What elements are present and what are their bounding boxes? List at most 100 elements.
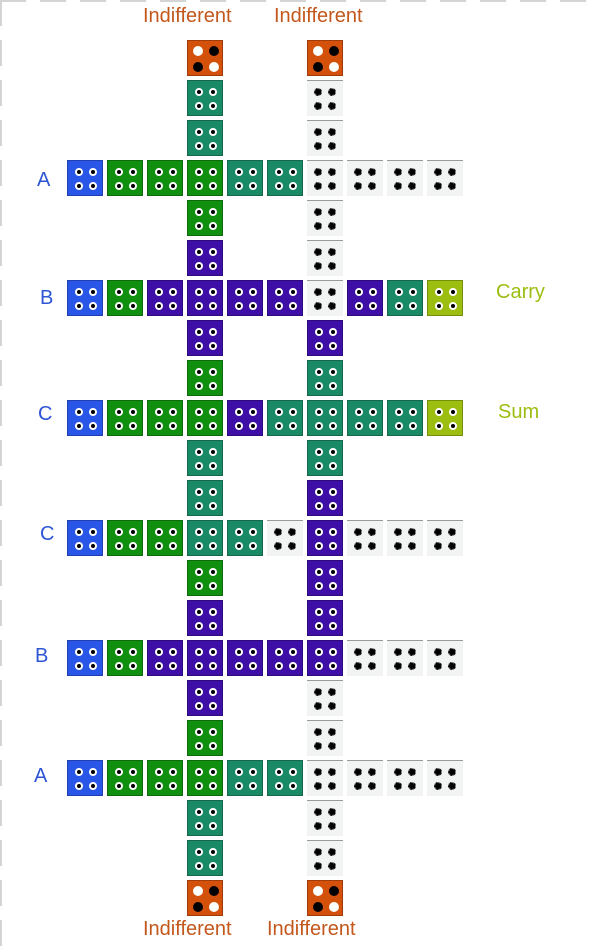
pin-dot-icon <box>169 182 177 190</box>
pin-dot-icon <box>209 102 217 110</box>
tile-teal <box>187 440 223 476</box>
pin-dot-icon <box>89 768 97 776</box>
pin-dot-icon <box>169 528 177 536</box>
pin-dot-icon <box>75 422 83 430</box>
pin-dot-icon <box>329 662 337 670</box>
tile-purple <box>227 280 263 316</box>
pin-dot-icon <box>169 302 177 310</box>
pin-dot-icon <box>314 248 322 256</box>
pin-dot-icon <box>329 622 337 630</box>
pin-dot-icon <box>368 662 376 670</box>
pin-dot-icon <box>354 168 362 176</box>
pin-dot-icon <box>434 662 442 670</box>
pin-dot-icon <box>209 262 217 270</box>
pin-dot-icon <box>75 182 83 190</box>
pin-dot-icon <box>129 528 137 536</box>
tile-teal <box>267 760 303 796</box>
tile-green <box>107 400 143 436</box>
pin-dot-icon <box>314 702 322 710</box>
pin-dot-icon <box>395 422 403 430</box>
tile-teal <box>187 800 223 836</box>
pin-dot-icon <box>209 808 217 816</box>
pin-dot-icon <box>209 142 217 150</box>
pin-dot-icon <box>249 408 257 416</box>
pin-dot-icon <box>328 182 336 190</box>
pin-dot-icon <box>328 742 336 750</box>
pin-dot-icon <box>274 528 282 536</box>
pin-dot-icon <box>314 182 322 190</box>
pin-dot-icon <box>315 448 323 456</box>
pin-dot-icon <box>155 288 163 296</box>
pin-dot-icon <box>448 782 456 790</box>
tile-blue <box>67 520 103 556</box>
pin-dot-icon <box>89 662 97 670</box>
pin-dot-icon <box>275 422 283 430</box>
tile-blue <box>67 760 103 796</box>
pin-dot-icon <box>195 822 203 830</box>
pin-dot-icon <box>75 768 83 776</box>
pin-dot-icon <box>195 142 203 150</box>
pin-dot-icon <box>328 168 336 176</box>
pin-dot-icon <box>195 408 203 416</box>
tile-white <box>307 280 343 316</box>
pin-dot-icon <box>155 408 163 416</box>
tile-teal <box>187 480 223 516</box>
tile-white <box>427 640 463 676</box>
pin-dot-icon <box>209 886 219 896</box>
tile-purple <box>307 560 343 596</box>
tile-white <box>307 760 343 796</box>
pin-dot-icon <box>314 262 322 270</box>
pin-dot-icon <box>368 528 376 536</box>
pin-dot-icon <box>235 768 243 776</box>
pin-dot-icon <box>355 302 363 310</box>
pin-dot-icon <box>434 182 442 190</box>
pin-dot-icon <box>209 742 217 750</box>
pin-dot-icon <box>328 728 336 736</box>
pin-dot-icon <box>355 408 363 416</box>
pin-dot-icon <box>209 542 217 550</box>
pin-dot-icon <box>328 222 336 230</box>
tile-teal <box>187 80 223 116</box>
tile-purple <box>347 280 383 316</box>
pin-dot-icon <box>193 886 203 896</box>
tile-teal <box>347 400 383 436</box>
pin-dot-icon <box>329 648 337 656</box>
pin-dot-icon <box>209 342 217 350</box>
tile-green <box>147 160 183 196</box>
pin-dot-icon <box>89 528 97 536</box>
pin-dot-icon <box>315 328 323 336</box>
pin-dot-icon <box>75 662 83 670</box>
pin-dot-icon <box>314 288 322 296</box>
pin-dot-icon <box>288 528 296 536</box>
pin-dot-icon <box>235 408 243 416</box>
pin-dot-icon <box>115 422 123 430</box>
pin-dot-icon <box>249 168 257 176</box>
pin-dot-icon <box>195 422 203 430</box>
pin-dot-icon <box>115 782 123 790</box>
pin-dot-icon <box>314 808 322 816</box>
pin-dot-icon <box>169 288 177 296</box>
pin-dot-icon <box>408 768 416 776</box>
pin-dot-icon <box>129 782 137 790</box>
pin-dot-icon <box>195 862 203 870</box>
pin-dot-icon <box>195 528 203 536</box>
pin-dot-icon <box>195 382 203 390</box>
pin-dot-icon <box>394 782 402 790</box>
pin-dot-icon <box>448 768 456 776</box>
pin-dot-icon <box>169 768 177 776</box>
pin-dot-icon <box>408 648 416 656</box>
pin-dot-icon <box>315 502 323 510</box>
pin-dot-icon <box>315 422 323 430</box>
row-label-c-bottom: C <box>40 523 55 545</box>
pin-dot-icon <box>115 528 123 536</box>
pin-dot-icon <box>329 502 337 510</box>
pin-dot-icon <box>328 302 336 310</box>
tile-green <box>107 640 143 676</box>
pin-dot-icon <box>315 648 323 656</box>
tile-blue <box>67 280 103 316</box>
pin-dot-icon <box>289 302 297 310</box>
tile-teal <box>307 440 343 476</box>
tile-green <box>147 520 183 556</box>
pin-dot-icon <box>314 222 322 230</box>
label-indifferent-top-left: Indifferent <box>143 5 232 27</box>
